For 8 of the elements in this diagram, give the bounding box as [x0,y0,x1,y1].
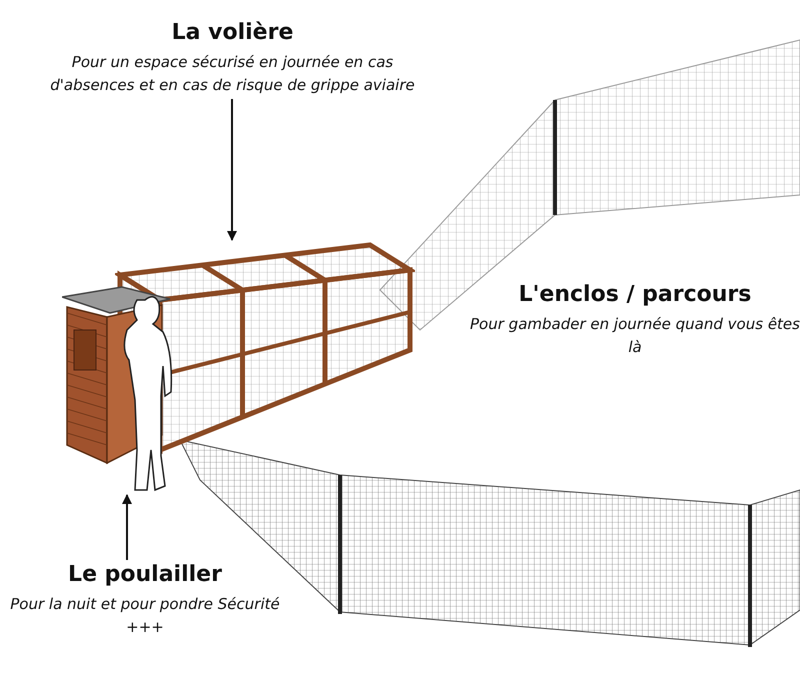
leader-arrow [122,494,132,560]
description: Pour gambader en journée quand vous êtes là [470,314,800,358]
leader-arrow [227,99,237,241]
heading: L'enclos / parcours [518,282,752,307]
heading: La volière [172,20,294,45]
description: Pour la nuit et pour pondre Sécurité +++ [9,594,281,638]
description: Pour un espace sécurisé en journée en cas d'absences et en cas de risque de grippe aviaire [49,52,416,96]
heading: Le poulailler [68,562,222,587]
